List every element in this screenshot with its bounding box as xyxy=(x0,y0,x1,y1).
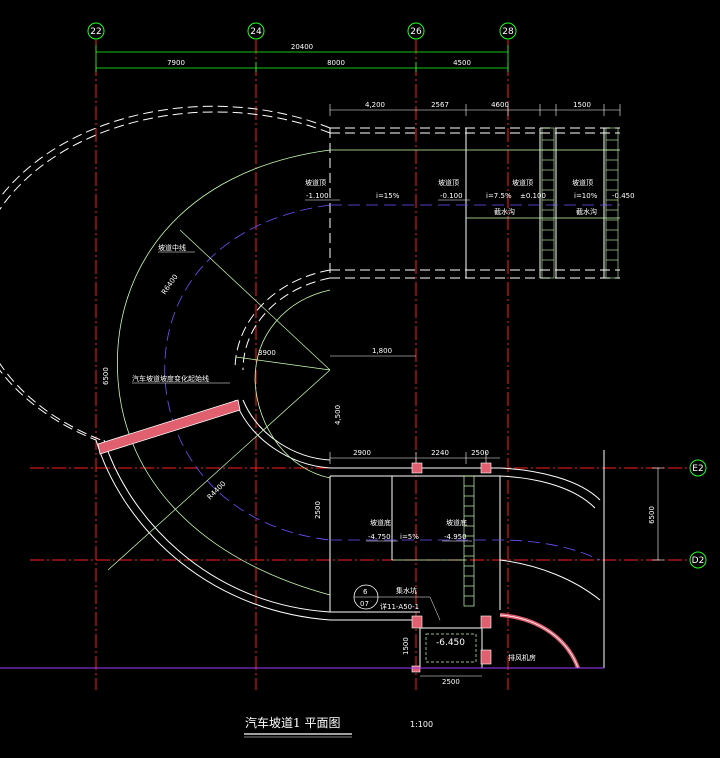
slope-1: i=15% xyxy=(376,192,400,200)
axis-bubbles xyxy=(87,22,707,569)
axis-bubble-d2 xyxy=(689,551,707,569)
axis-label-28: 28 xyxy=(502,27,514,37)
label-slope-change: 汽车坡道坡度变化起始线 xyxy=(132,374,209,383)
column xyxy=(411,615,423,629)
lower-elevations: 坡道底 -4.750 i=5% 坡道底 -4.950 集水坑 详11-A50-1… xyxy=(366,518,536,662)
slope-change-bar xyxy=(97,399,241,455)
upper-elevations: 坡道顶 -1.100 i=15% 坡道顶 -0.100 i=7.5% 坡道顶 ±… xyxy=(305,178,635,216)
ramp-outer-wall-lower xyxy=(95,439,331,621)
detail-number: 6 xyxy=(363,588,368,596)
curved-ramp xyxy=(0,105,331,621)
upper-ramp-green xyxy=(330,149,620,219)
ramp-outer-dashed-edge xyxy=(0,105,331,441)
slope-2: i=7.5% xyxy=(486,192,512,200)
green-trench-1: 截水沟 xyxy=(494,207,515,216)
upper-straight-ramp xyxy=(329,127,620,279)
elev-6: -4.950 xyxy=(444,533,467,541)
label-top-3: 坡道顶 xyxy=(512,178,533,187)
axis-label-22: 22 xyxy=(90,27,101,37)
sump-pit: -6.450 2500 1500 xyxy=(402,627,483,686)
dim-4200: 4,200 xyxy=(365,101,385,109)
label-dim-3900: 3900 xyxy=(258,349,276,357)
green-trench-2: 截水沟 xyxy=(576,207,597,216)
label-dim-r: 6500 xyxy=(102,367,110,385)
elev-5: -4.750 xyxy=(368,533,391,541)
elev-3: ±0.100 xyxy=(520,192,546,200)
detail-sheet: 07 xyxy=(360,600,369,608)
column xyxy=(411,665,421,673)
slope-3: i=10% xyxy=(574,192,598,200)
label-top-4: 坡道顶 xyxy=(572,178,593,187)
detail-callout: 6 07 xyxy=(353,584,441,621)
dim-2240: 2240 xyxy=(431,449,449,457)
lower-dim-chain xyxy=(329,452,664,561)
label-ramp-center: 坡道中线 xyxy=(158,243,186,252)
axis-label-e2: E2 xyxy=(692,464,703,474)
dim-6500: 6500 xyxy=(648,506,656,524)
lower-centerline-curve xyxy=(330,539,601,561)
column xyxy=(480,615,492,629)
axis-grid xyxy=(30,40,690,690)
ramp-center-line xyxy=(164,204,331,541)
dim-2500: 2500 xyxy=(471,449,489,457)
label-dim-4500: 4,500 xyxy=(334,405,342,425)
axis-bubble-26 xyxy=(407,22,425,40)
elev-4: -0.450 xyxy=(612,192,635,200)
axis-bubble-28 xyxy=(499,22,517,40)
top-dimension-chain xyxy=(95,45,509,72)
dim-total: 20400 xyxy=(291,43,313,51)
radius-leaders xyxy=(107,229,331,571)
dim-4600: 4600 xyxy=(491,101,509,109)
label-low-2: 坡道底 xyxy=(446,518,467,527)
label-top-1: 坡道顶 xyxy=(305,178,326,187)
dim-seg2: 8000 xyxy=(327,59,345,67)
axis-label-26: 26 xyxy=(410,27,422,37)
dim-2500b: 2500 xyxy=(314,501,322,519)
dim-seg1: 7900 xyxy=(167,59,185,67)
elev-2: -0.100 xyxy=(440,192,463,200)
detail-ref: 详11-A50-1 xyxy=(380,602,419,611)
label-room: 排风机房 xyxy=(508,653,536,662)
dim-seg3: 4500 xyxy=(453,59,471,67)
ramp-inner-wall-lower xyxy=(234,399,331,469)
label-low-1: 坡道底 xyxy=(370,518,391,527)
axis-bubble-22 xyxy=(87,22,105,40)
drawing-title-block: 汽车坡道1 平面图 1:100 xyxy=(244,715,433,738)
column xyxy=(411,462,423,474)
ramp-green-edge xyxy=(116,149,331,596)
axis-bubble-24 xyxy=(247,22,265,40)
dim-2567: 2567 xyxy=(431,101,449,109)
label-top-2: 坡道顶 xyxy=(438,178,459,187)
columns xyxy=(411,462,492,673)
drawing-scale: 1:100 xyxy=(410,720,433,729)
axis-bubble-e2 xyxy=(689,459,707,477)
dim-pit-depth: 1500 xyxy=(402,637,410,655)
axis-label-24: 24 xyxy=(250,27,262,37)
dim-2900: 2900 xyxy=(353,449,371,457)
label-dim-1800: 1,800 xyxy=(372,347,392,355)
dim-pit-width: 2500 xyxy=(442,678,460,686)
elev-1: -1.100 xyxy=(306,192,329,200)
slope-4: i=5% xyxy=(400,533,419,541)
dim-1500: 1500 xyxy=(573,101,591,109)
axis-label-d2: D2 xyxy=(692,556,705,566)
column xyxy=(480,462,492,474)
lower-straight-ramp xyxy=(329,450,605,668)
label-pit: 集水坑 xyxy=(396,586,417,595)
drawing-title: 汽车坡道1 平面图 xyxy=(245,715,340,730)
upper-local-dimensions xyxy=(329,104,621,116)
elev-7: -6.450 xyxy=(436,638,465,648)
ramp-inner-dashed-edge xyxy=(234,269,331,371)
column xyxy=(480,649,492,665)
trench-grating-upper xyxy=(541,127,619,279)
radius-label-1: R6400 xyxy=(160,273,180,296)
